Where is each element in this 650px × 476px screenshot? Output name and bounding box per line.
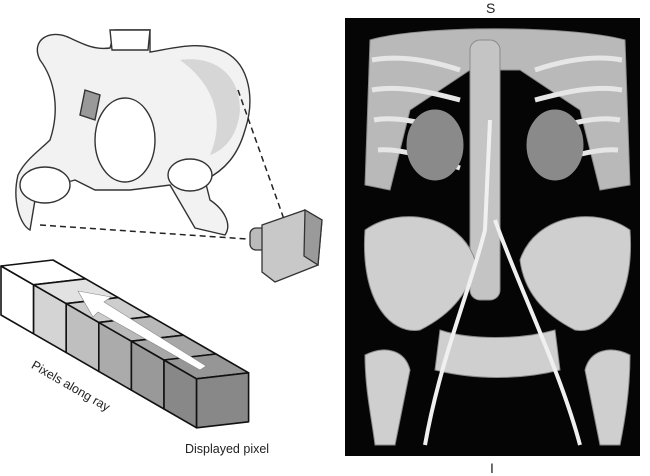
ray-line-bottom: [39, 224, 263, 241]
ray-line-top: [237, 89, 286, 223]
inferior-label: I: [490, 460, 494, 476]
displayed-pixel-face: [195, 371, 250, 429]
pelvis-illustration: [15, 29, 251, 236]
ray-pixel-bar: [0, 259, 250, 429]
camera-icon: [249, 208, 323, 283]
ray-direction-arrow-icon: [77, 290, 207, 371]
ct-volume-rendering: [345, 18, 640, 456]
superior-label: S: [486, 0, 496, 16]
displayed-pixel-label: Displayed pixel: [185, 442, 270, 456]
